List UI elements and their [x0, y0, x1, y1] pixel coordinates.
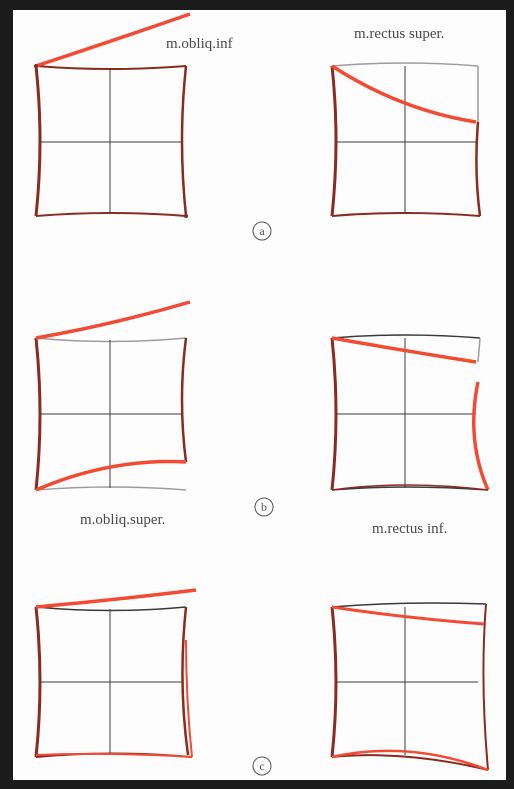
label-rectus-super: m.rectus super. — [354, 26, 444, 42]
corner-dot — [34, 64, 38, 68]
label-obliq-super: m.obliq.super. — [80, 512, 165, 528]
panel-letter-c: c — [259, 759, 264, 773]
panel-letter-b: b — [261, 500, 267, 514]
paper-background — [13, 10, 506, 780]
label-rectus-inf: m.rectus inf. — [372, 521, 447, 537]
label-obliq-inf: m.obliq.inf — [166, 36, 233, 52]
panel-letter-a: a — [259, 224, 265, 238]
corner-dot — [184, 214, 188, 218]
